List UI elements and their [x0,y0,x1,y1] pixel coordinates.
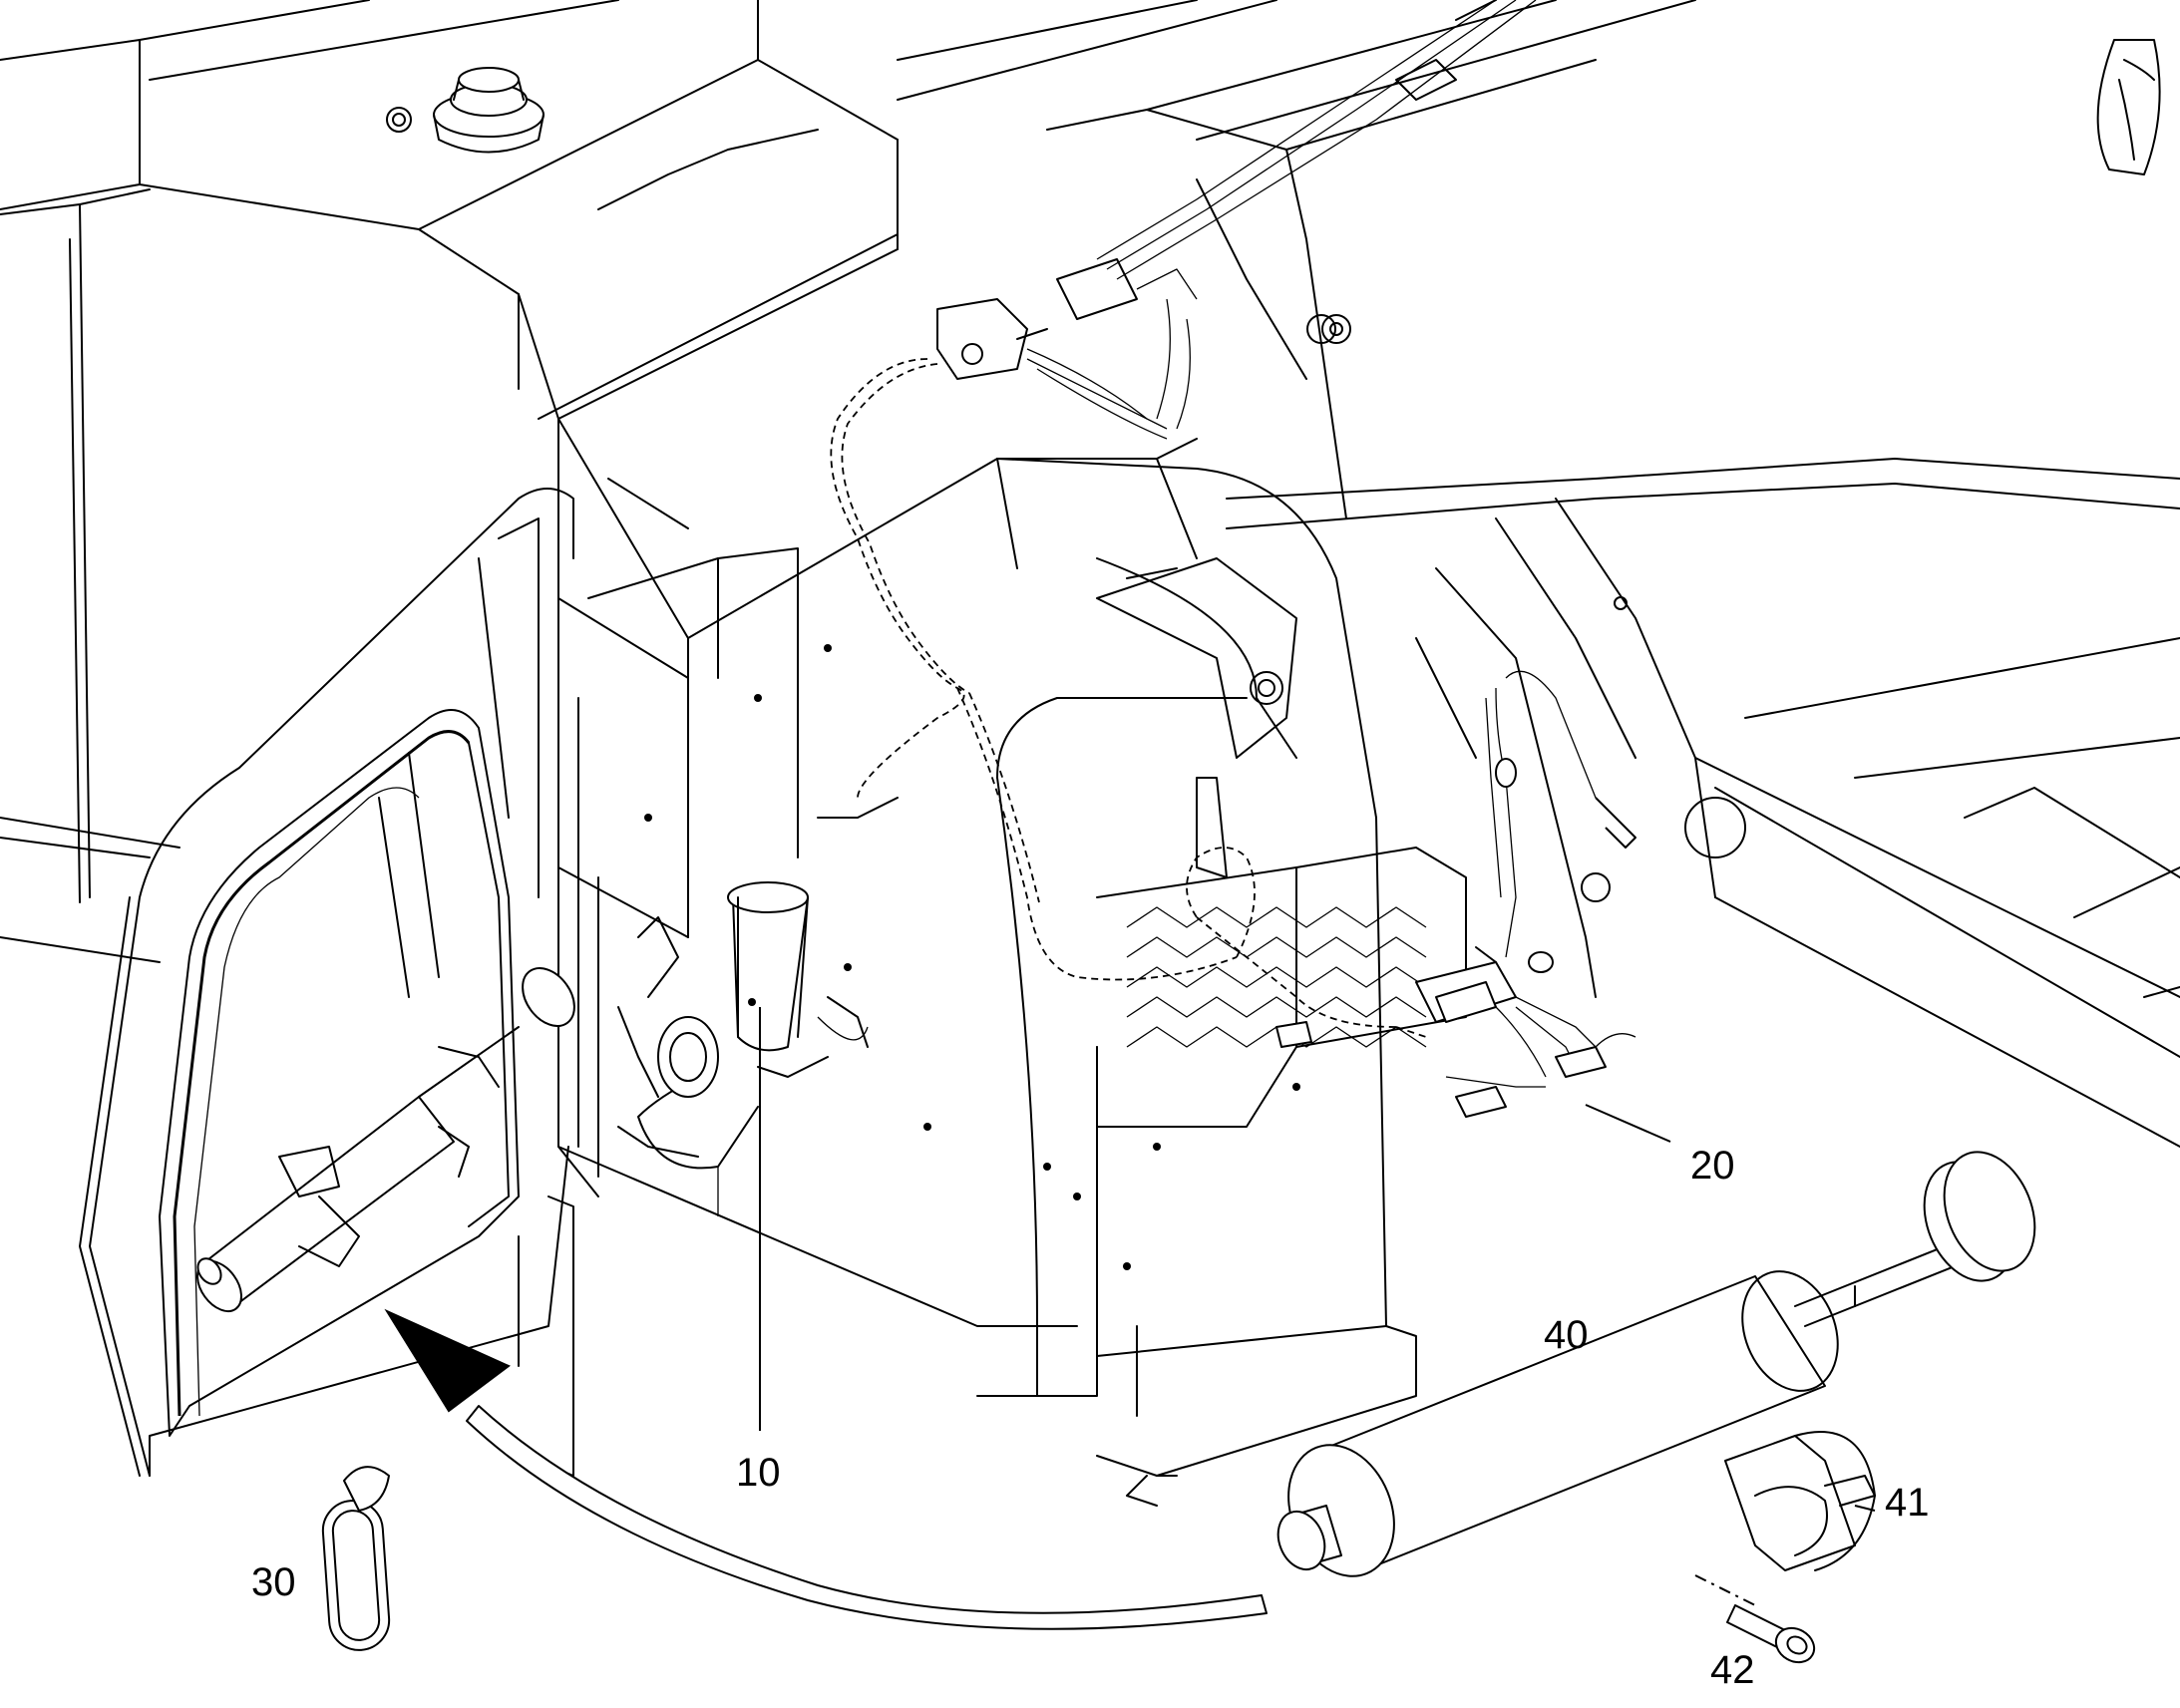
callout-10: 10 [736,1451,781,1495]
bracket-part-41 [1724,1431,1876,1571]
callout-41: 41 [1885,1481,1930,1525]
callout-20: 20 [1690,1144,1735,1188]
callout-30: 30 [251,1560,296,1604]
curved-arrow-icon [384,1308,1268,1630]
top-valve-assembly [936,0,1537,440]
central-housing [557,418,1467,1507]
hose-routing [830,358,1427,1038]
leader-lines [759,1007,1876,1512]
gas-spring-part-40 [1276,1151,2036,1577]
bolt-part-42 [1694,1574,1816,1664]
callout-40: 40 [1544,1313,1589,1357]
side-door [79,488,575,1477]
machine-frame [0,0,2180,1148]
callout-42: 42 [1710,1648,1755,1692]
compressor-unit [617,881,869,1216]
seal-part-30 [321,1466,391,1651]
valve-block-assembly [1275,670,1636,1118]
